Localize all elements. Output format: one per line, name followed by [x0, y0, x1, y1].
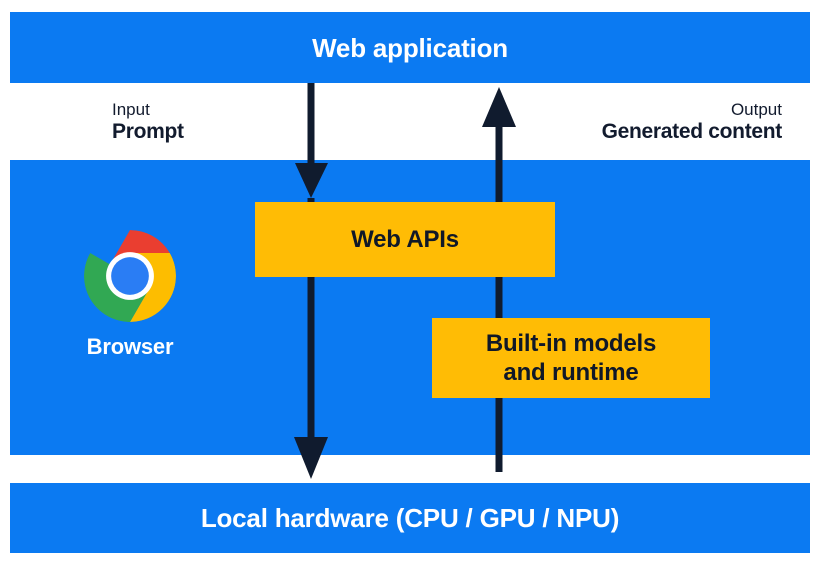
- component-web-apis: Web APIs: [255, 202, 555, 277]
- flow-label-output: Output Generated content: [601, 100, 783, 145]
- component-web-apis-label: Web APIs: [351, 225, 459, 253]
- flow-input-kind: Input: [112, 100, 150, 119]
- layer-web-application: Web application: [10, 12, 810, 83]
- browser-identity: Browser: [45, 230, 215, 360]
- flow-input-value: Prompt: [112, 120, 184, 144]
- component-builtin-models: Built-in models and runtime: [432, 318, 710, 398]
- layer-local-hardware-label: Local hardware (CPU / GPU / NPU): [200, 503, 620, 533]
- component-builtin-models-line1: Built-in models: [485, 329, 657, 357]
- flow-output-value: Generated content: [601, 120, 783, 144]
- component-builtin-models-label: Built-in models and runtime: [485, 329, 657, 388]
- chrome-logo-icon: [84, 230, 176, 322]
- flow-label-input: Input Prompt: [112, 100, 184, 145]
- component-builtin-models-line2: and runtime: [503, 359, 639, 386]
- layer-web-application-label: Web application: [312, 32, 508, 63]
- layer-browser-label: Browser: [86, 334, 174, 359]
- layer-local-hardware: Local hardware (CPU / GPU / NPU): [10, 483, 810, 553]
- flow-output-kind: Output: [730, 100, 782, 119]
